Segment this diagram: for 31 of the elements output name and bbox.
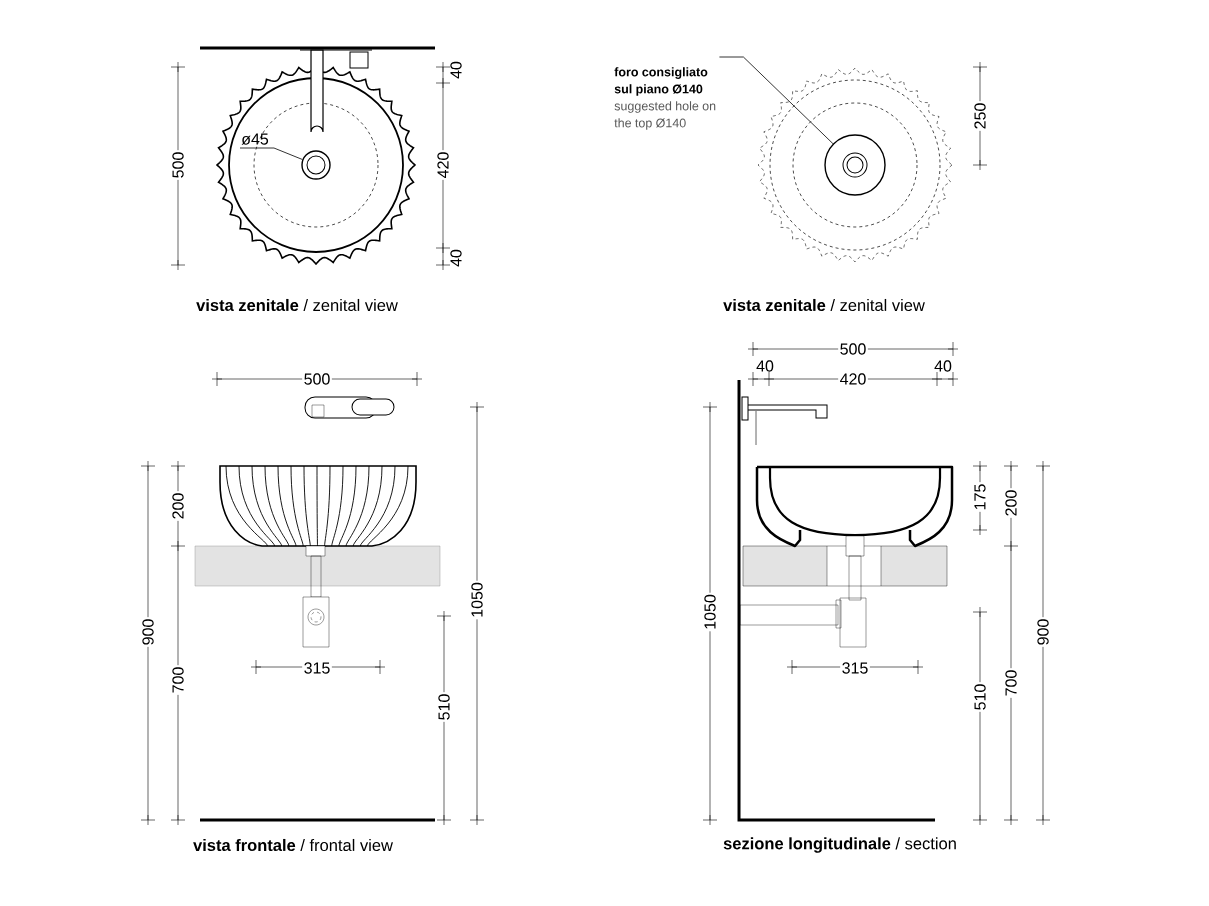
dimension-value: 510 (436, 692, 452, 722)
view-caption: vista zenitale / zenital view (723, 298, 925, 312)
dimension-value: 40 (450, 61, 462, 79)
view-caption: vista frontale / frontal view (193, 838, 393, 852)
dimension-value: 510 (972, 682, 988, 712)
dimension-value: ø45 (241, 133, 269, 145)
dimension-value: 200 (170, 491, 186, 521)
dimension-value: 500 (838, 341, 868, 357)
dimension-value: 900 (1035, 617, 1051, 647)
dimension-value: 500 (302, 371, 332, 387)
dimension-value: 900 (140, 617, 156, 647)
leader-line (719, 56, 834, 145)
dimension-value: 200 (1003, 488, 1019, 518)
dimension-value: 700 (170, 665, 186, 695)
dimension-value: 250 (972, 101, 988, 131)
dimension-value: 1050 (702, 592, 718, 632)
dimension-value: 500 (170, 150, 186, 180)
hole-circle (824, 134, 886, 196)
dimension-value: 420 (838, 371, 868, 387)
dimension-value: 700 (1003, 668, 1019, 698)
dimension-value: 1050 (469, 580, 485, 620)
dimension-value: 40 (756, 360, 774, 372)
dimension-value: 40 (450, 249, 462, 267)
dimension-value: 175 (972, 482, 988, 512)
dimension-value: 40 (934, 360, 952, 372)
dimension-value: 315 (840, 660, 870, 676)
callout-text: foro consigliato sul piano Ø140 suggested hole on the top Ø140 (614, 67, 716, 130)
view-caption: sezione longitudinale / section (723, 837, 956, 853)
dimension-value: 315 (302, 660, 332, 676)
dimension-value: 420 (435, 150, 451, 180)
view-caption: vista zenitale / zenital view (196, 298, 398, 312)
